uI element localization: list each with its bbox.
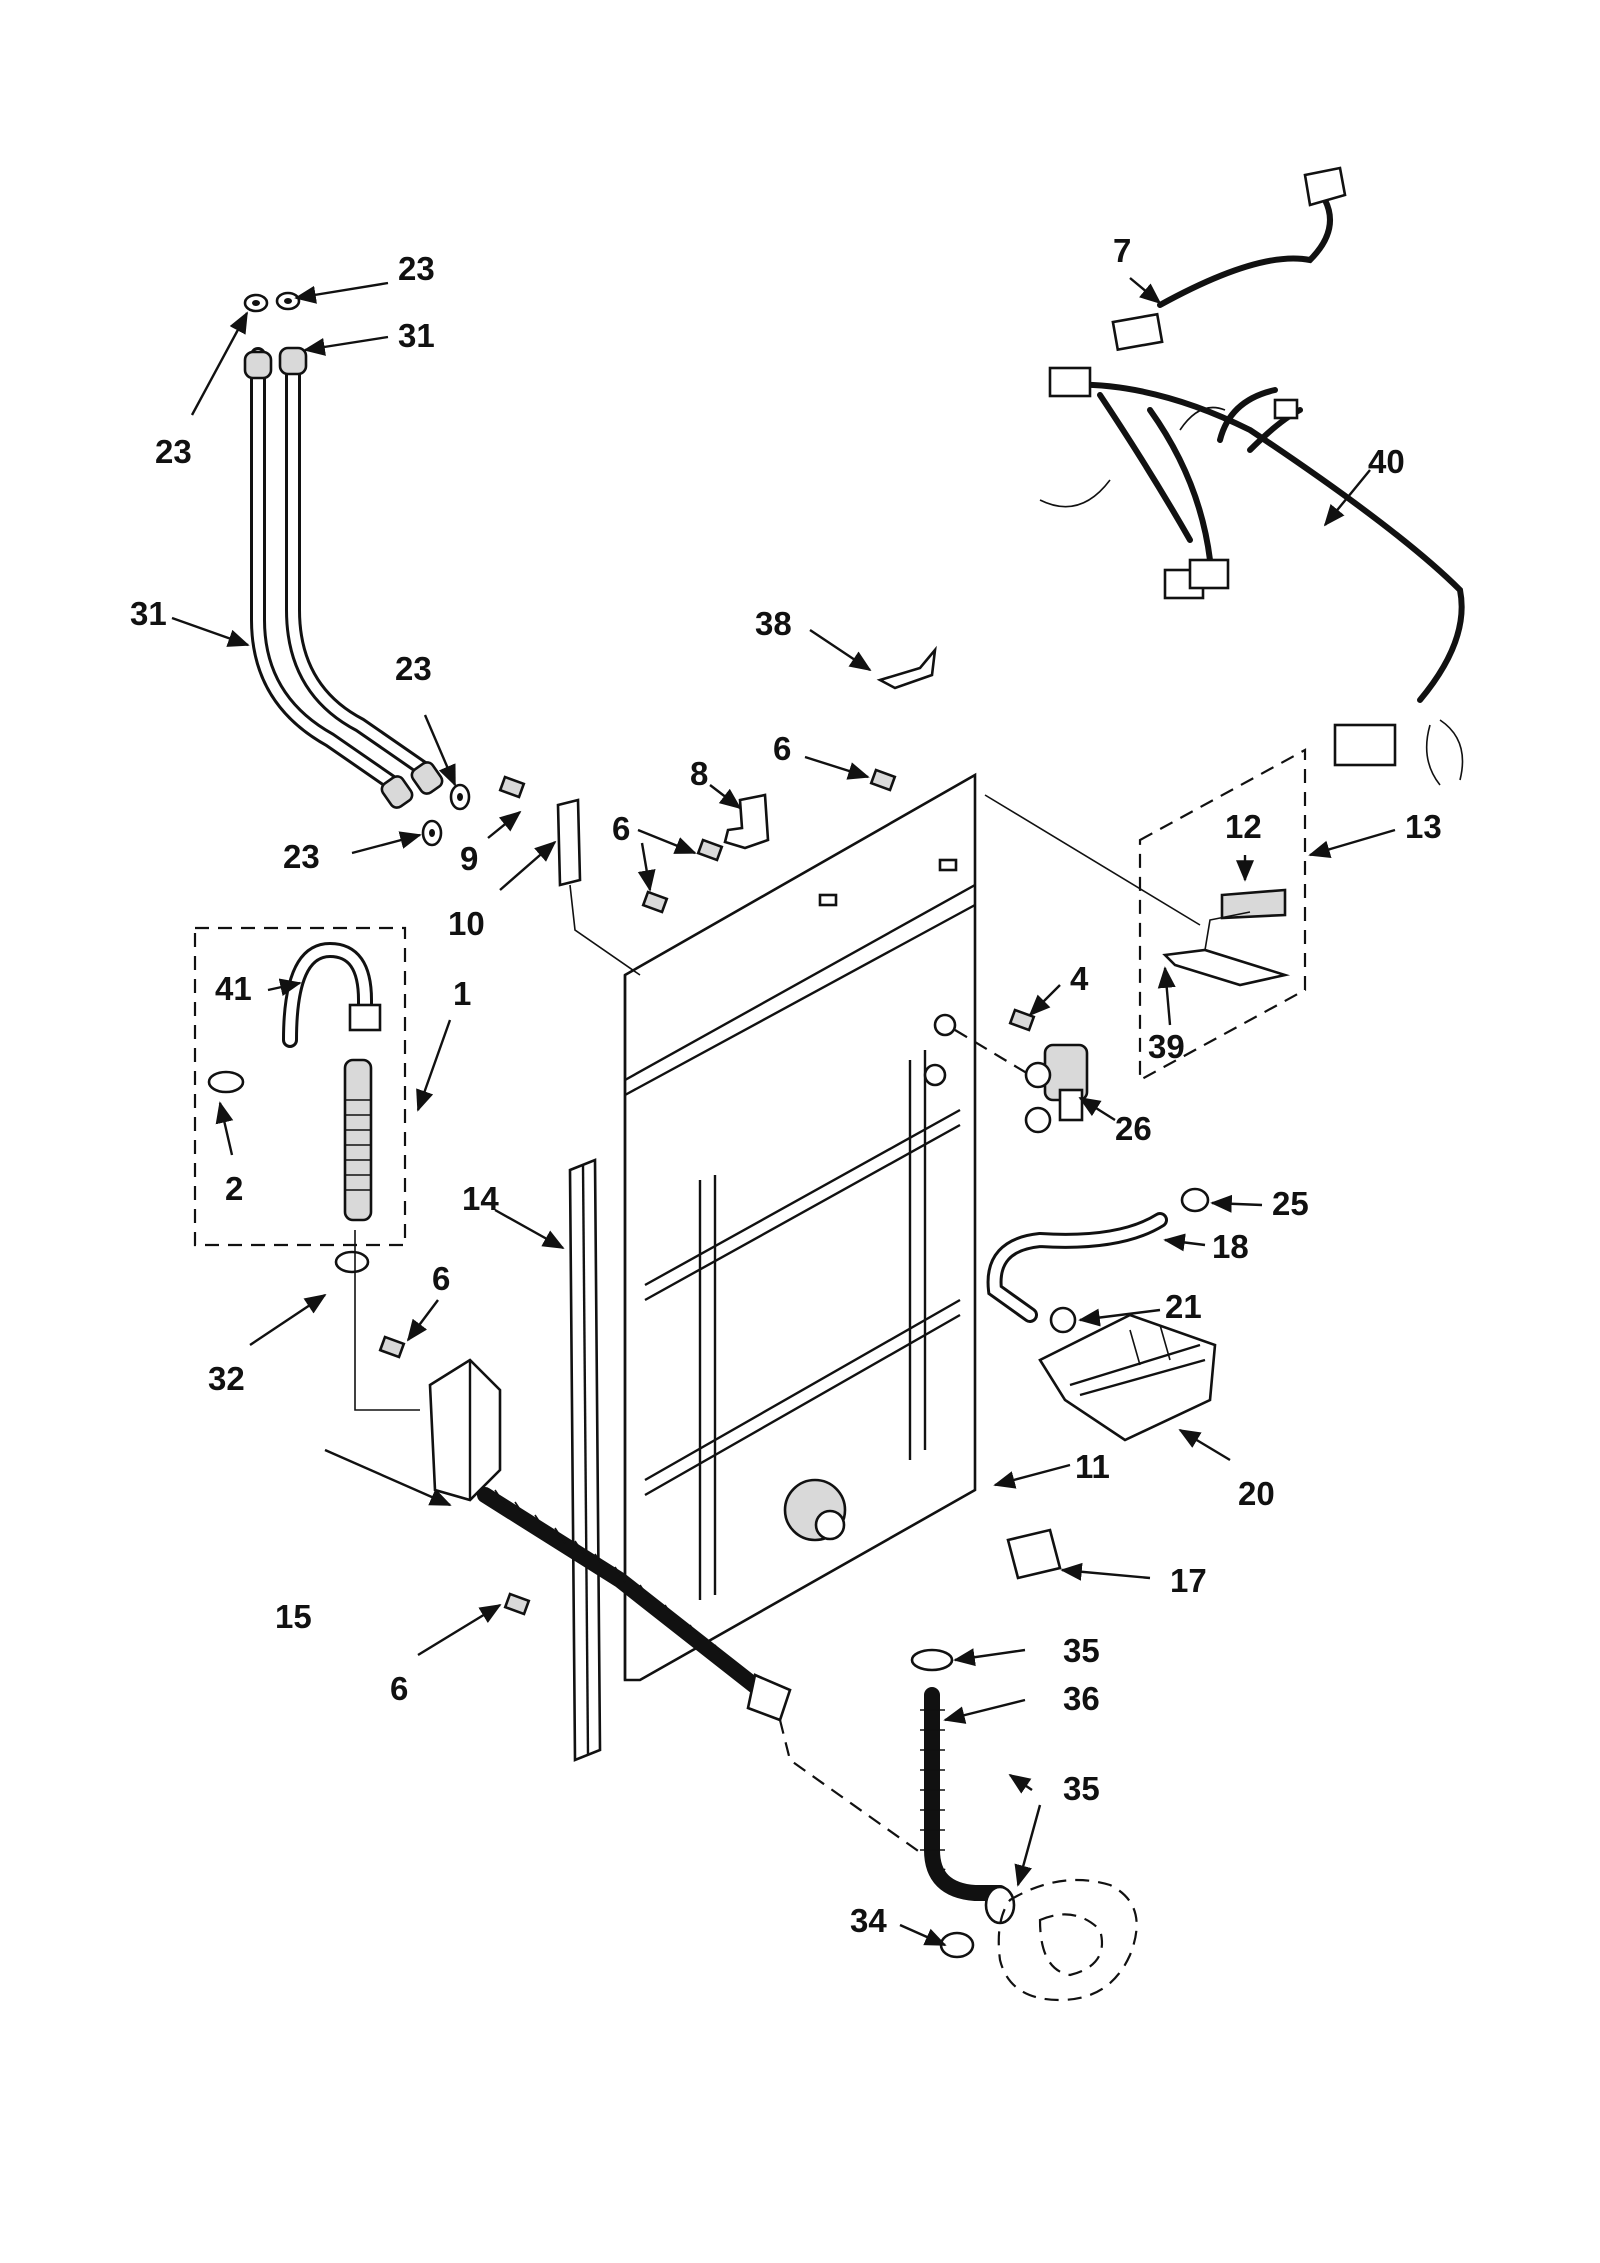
callout-23: 23 (395, 650, 432, 687)
callout-2: 2 (225, 1170, 243, 1207)
side-rail-part (568, 1158, 602, 1762)
fill-hose-part (986, 1212, 1168, 1323)
power-cord-part (1111, 166, 1347, 352)
callout-31: 31 (398, 317, 435, 354)
callout-12: 12 (1225, 808, 1262, 845)
callout-35: 35 (1063, 1632, 1100, 1669)
callout-23: 23 (398, 250, 435, 287)
callout-39: 39 (1148, 1028, 1185, 1065)
clamp-ring-icon (910, 1648, 1016, 1959)
washer-icon (243, 291, 471, 847)
callout-17: 17 (1170, 1562, 1207, 1599)
callout-35: 35 (1063, 1770, 1100, 1807)
water-valve-part (923, 1013, 1089, 1134)
pump-outline-inner (1038, 1913, 1104, 1977)
callout-34: 34 (850, 1902, 887, 1939)
clamp-icon (207, 1070, 370, 1274)
callout-20: 20 (1238, 1475, 1275, 1512)
pump-outline (997, 1878, 1138, 2002)
callout-31: 31 (130, 595, 167, 632)
drain-hose-extension-part (282, 941, 382, 1222)
clip-part (723, 793, 770, 850)
drain-hose-part (428, 1358, 792, 1722)
dispenser-part (1038, 1313, 1217, 1442)
callout-6: 6 (390, 1670, 408, 1707)
leader-line (954, 1029, 1031, 1076)
callout-11: 11 (1075, 1448, 1110, 1485)
cover-plate-part (1006, 1528, 1062, 1580)
callout-25: 25 (1272, 1185, 1309, 1222)
callout-21: 21 (1165, 1288, 1202, 1325)
callout-38: 38 (755, 605, 792, 642)
callout-4: 4 (1070, 960, 1089, 997)
leader-line (984, 794, 1201, 926)
callout-7: 7 (1113, 232, 1131, 269)
bracket-part (556, 798, 641, 976)
callout-15: 15 (275, 1598, 312, 1635)
callout-40: 40 (1368, 443, 1405, 480)
leader-line (778, 1719, 946, 1871)
switch-assembly-box (1138, 748, 1307, 1082)
callout-6: 6 (612, 810, 630, 847)
callout-6: 6 (773, 730, 791, 767)
callout-23: 23 (155, 433, 192, 470)
wire-clip-part (876, 645, 937, 690)
callout-36: 36 (1063, 1680, 1100, 1717)
hose-clamp-icon (1049, 1187, 1210, 1334)
callout-labels: 23 31 23 31 23 23 9 10 41 1 2 32 6 15 6 … (130, 232, 1442, 1939)
callout-9: 9 (460, 840, 478, 877)
callout-10: 10 (448, 905, 485, 942)
rear-panel-part (623, 772, 977, 1682)
screw-icon (378, 768, 1036, 1616)
callout-1: 1 (453, 975, 471, 1012)
callout-32: 32 (208, 1360, 245, 1397)
callout-14: 14 (462, 1180, 499, 1217)
callout-26: 26 (1115, 1110, 1152, 1147)
leader-line (354, 1230, 420, 1411)
wire-harness-part (1039, 366, 1465, 786)
callout-6: 6 (432, 1260, 450, 1297)
callout-13: 13 (1405, 808, 1442, 845)
inlet-hoses-part (243, 346, 444, 809)
drain-kit-box (193, 926, 407, 1247)
pump-hose-part (920, 1687, 1008, 1901)
switch-part (1162, 888, 1291, 987)
callout-23: 23 (283, 838, 320, 875)
callout-41: 41 (215, 970, 252, 1007)
callout-arrows (171, 277, 1396, 1947)
callout-8: 8 (690, 755, 708, 792)
callout-18: 18 (1212, 1228, 1249, 1265)
